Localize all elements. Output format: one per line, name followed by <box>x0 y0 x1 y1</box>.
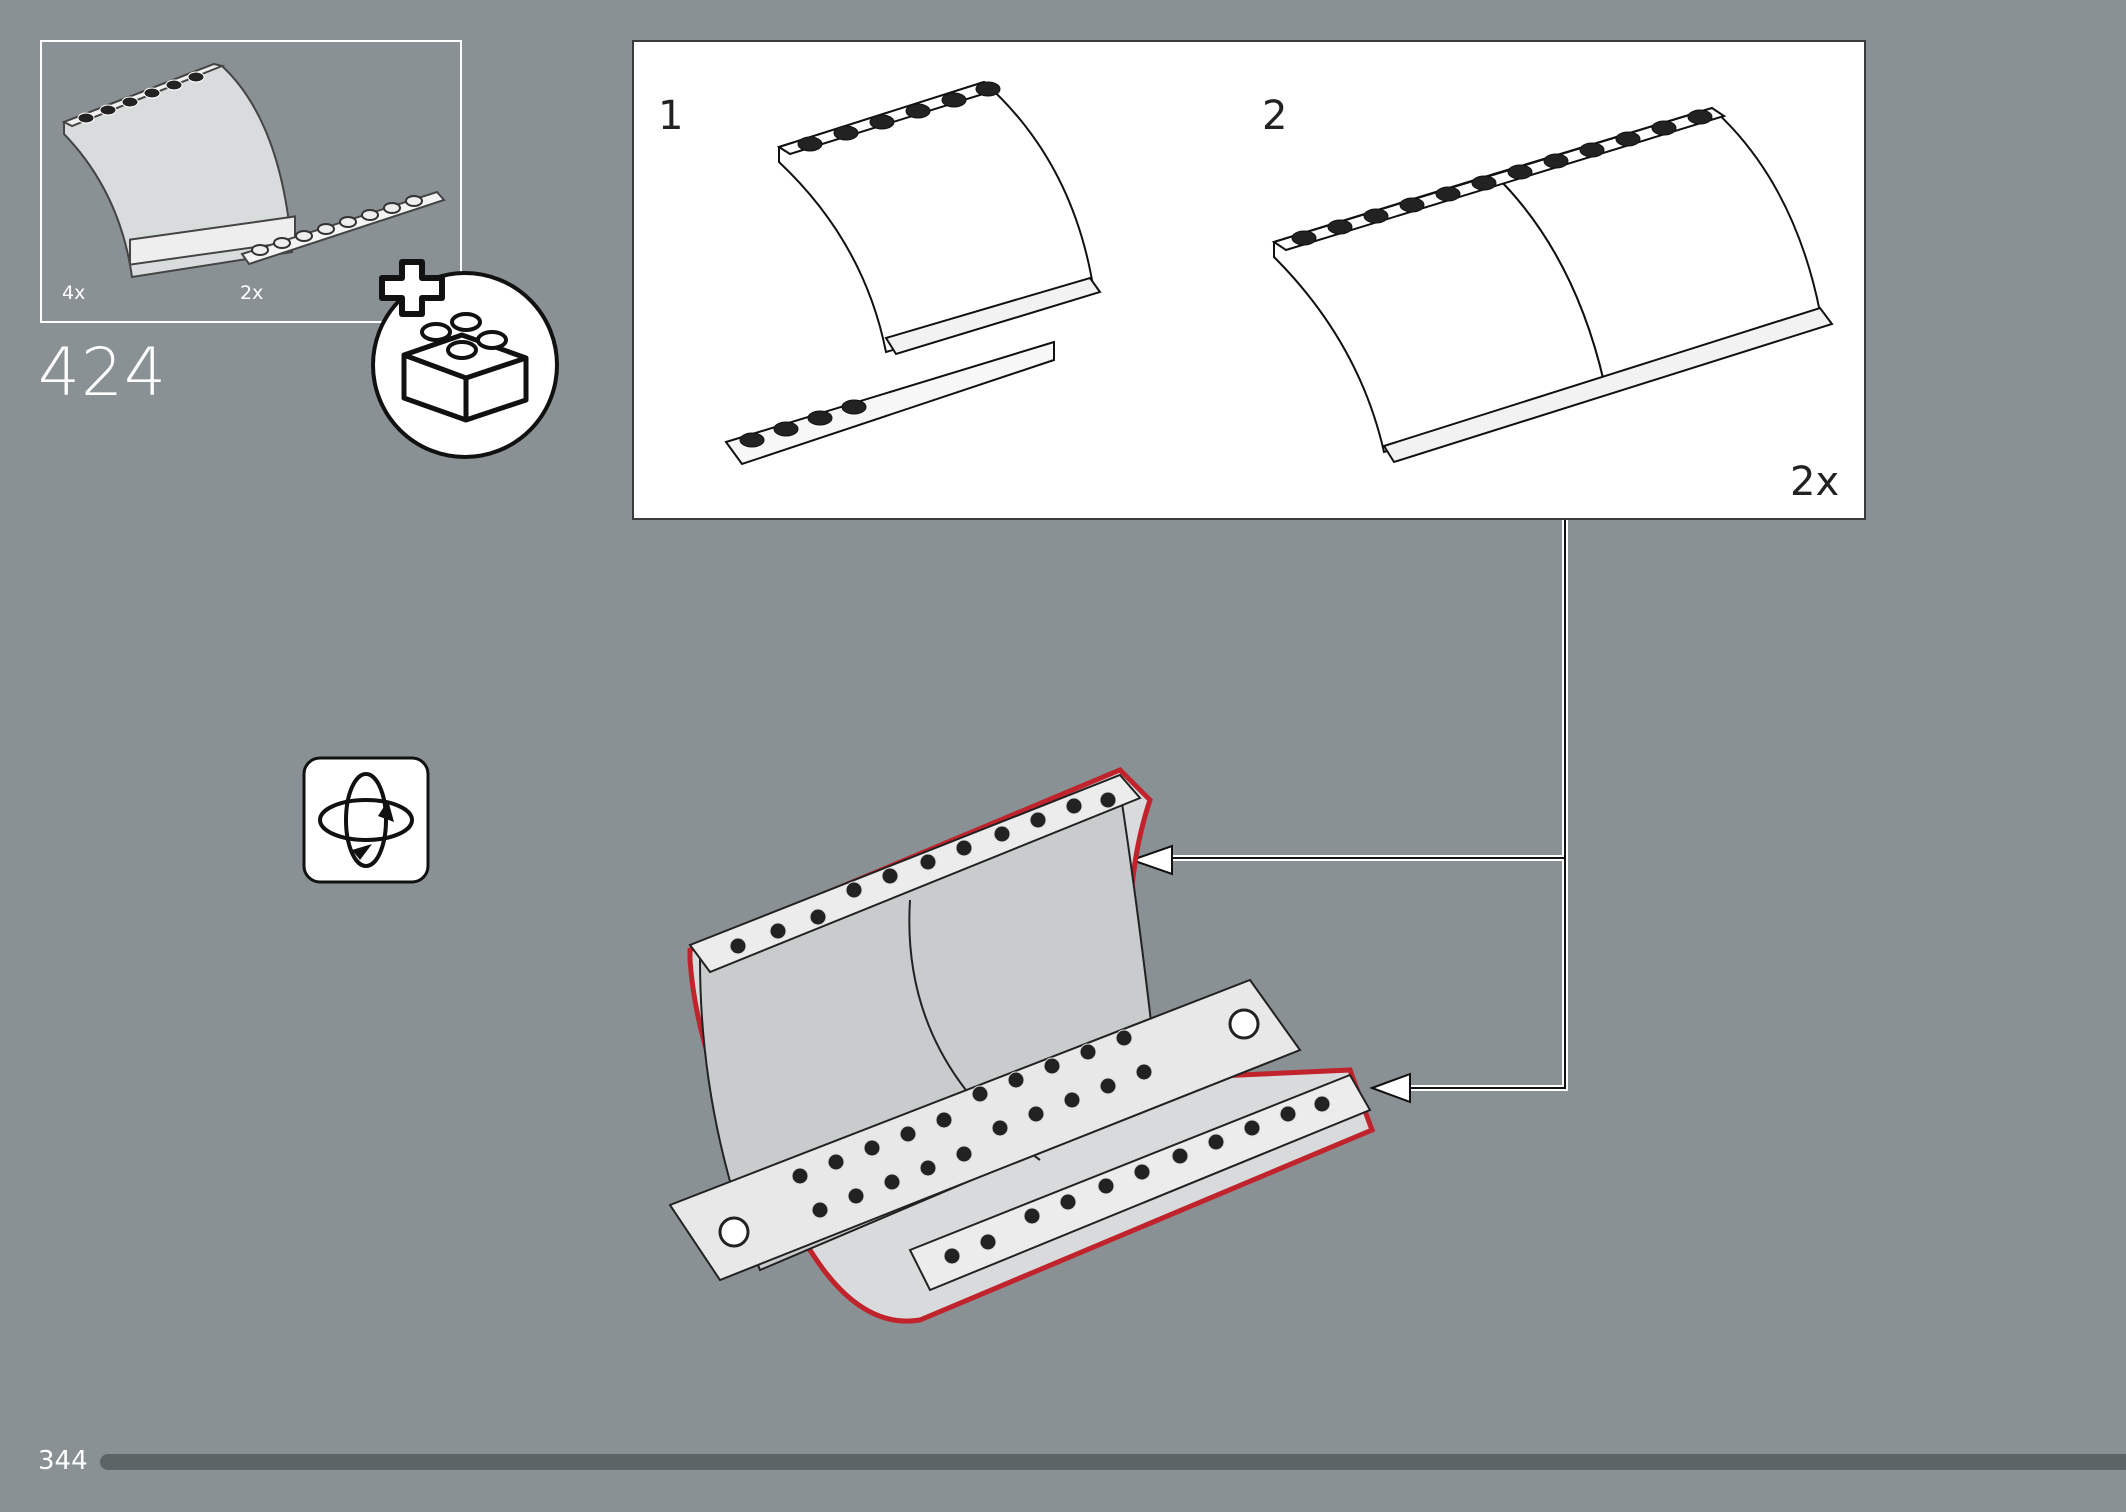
sub-assembly-multiplier: 2x <box>1790 459 1840 505</box>
parts-list-box: 4x 2x <box>40 40 462 323</box>
arrow-head-upper <box>1128 844 1173 876</box>
substep-2-illustration <box>1271 106 1834 464</box>
rotate-model-icon <box>302 756 430 884</box>
panel-quantity: 4x <box>62 282 86 304</box>
curved-panel-part <box>61 62 296 279</box>
step-number: 424 <box>38 334 167 411</box>
substep-number-2: 2 <box>1262 93 1288 139</box>
new-parts-highlight <box>687 767 1376 1324</box>
sub-assembly-panel: 1 2 2x <box>632 40 1866 520</box>
substep-illustrations <box>724 80 1834 466</box>
substep-number-1: 1 <box>658 93 684 139</box>
arrow-head-lower <box>1369 1072 1411 1104</box>
plate-quantity: 2x <box>240 282 264 304</box>
plate-part <box>240 190 446 266</box>
page-progress-bar <box>100 1454 2126 1470</box>
parts-illustration <box>61 62 446 279</box>
page-number: 344 <box>38 1446 88 1476</box>
substep-1-illustration <box>724 80 1102 466</box>
